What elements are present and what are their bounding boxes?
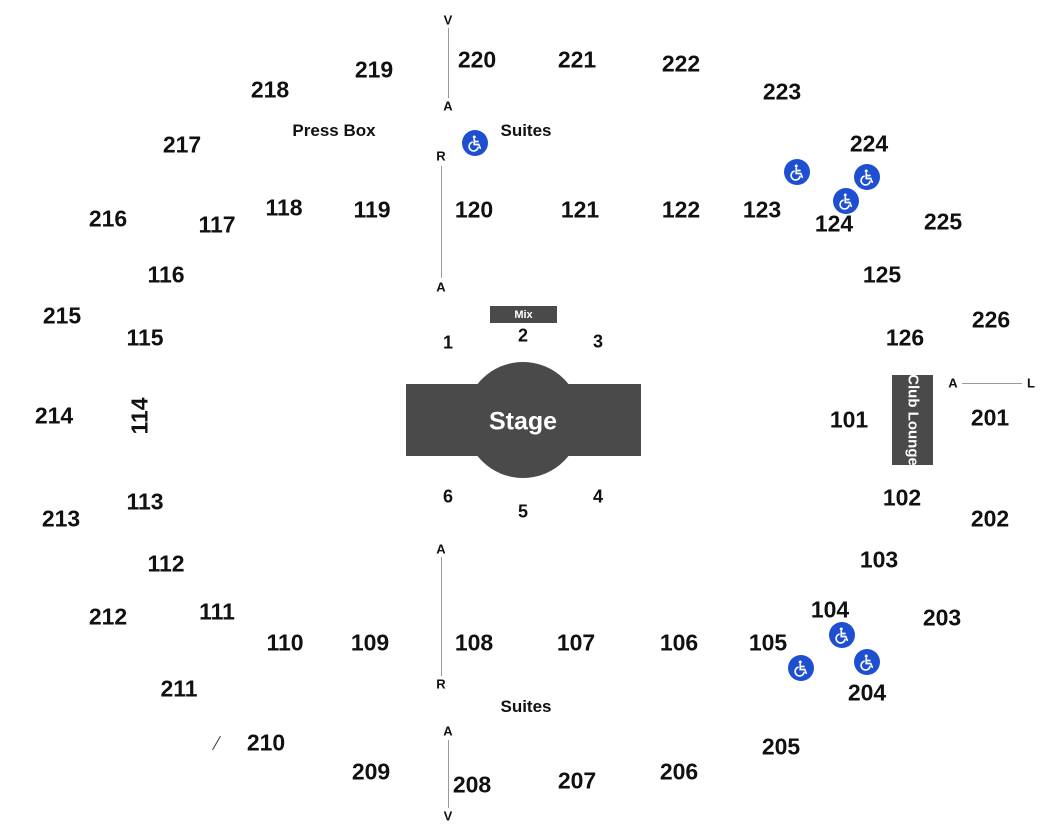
floor-section[interactable]: 4 — [592, 486, 604, 507]
press-box-label: Press Box — [292, 121, 376, 140]
section-lower[interactable]: 110 — [266, 629, 304, 656]
section-upper[interactable]: 210 — [246, 729, 286, 756]
section-lower[interactable]: 104 — [810, 596, 850, 623]
section-upper[interactable]: 211 — [160, 675, 198, 702]
row-marker: A — [443, 98, 453, 114]
section-lower[interactable]: 124 — [814, 210, 854, 237]
section-upper[interactable]: 205 — [761, 733, 801, 760]
row-marker: A — [948, 375, 958, 391]
stage-label: Stage — [488, 407, 558, 436]
section-upper[interactable]: 223 — [762, 78, 802, 105]
section-lower[interactable]: 107 — [556, 629, 596, 656]
wheelchair-icon — [854, 164, 880, 190]
section-lower[interactable]: 103 — [859, 546, 899, 573]
section-upper[interactable]: 206 — [659, 758, 699, 785]
section-lower[interactable]: 118 — [265, 194, 303, 221]
section-lower[interactable]: 125 — [862, 261, 902, 288]
section-lower[interactable]: 115 — [126, 324, 164, 351]
row-line — [448, 28, 449, 98]
floor-section[interactable]: 3 — [592, 331, 604, 352]
row-line — [962, 383, 1022, 384]
club-lounge-label: Club Lounge — [904, 374, 921, 466]
section-upper[interactable]: 215 — [42, 302, 82, 329]
section-lower[interactable]: 119 — [353, 196, 391, 223]
section-lower[interactable]: 101 — [829, 406, 869, 433]
wheelchair-icon — [854, 649, 880, 675]
suites-top-label: Suites — [500, 121, 552, 140]
section-lower[interactable]: 102 — [882, 484, 922, 511]
section-upper[interactable]: 204 — [847, 679, 887, 706]
section-upper[interactable]: 226 — [971, 306, 1011, 333]
row-marker: V — [443, 12, 453, 28]
section-upper[interactable]: 218 — [250, 76, 290, 103]
section-upper[interactable]: 225 — [923, 208, 963, 235]
floor-section[interactable]: 6 — [442, 486, 454, 507]
section-upper[interactable]: 213 — [41, 505, 81, 532]
section-upper[interactable]: 216 — [88, 205, 128, 232]
section-lower[interactable]: 126 — [885, 324, 925, 351]
section-lower[interactable]: 105 — [748, 629, 788, 656]
section-upper[interactable]: 219 — [354, 56, 394, 83]
wheelchair-icon — [462, 130, 488, 156]
row-line — [441, 557, 442, 676]
section-upper[interactable]: 212 — [88, 603, 128, 630]
floor-section[interactable]: 2 — [517, 325, 529, 346]
section-lower[interactable]: 121 — [560, 196, 600, 223]
row-line — [448, 740, 449, 808]
section-upper[interactable]: 201 — [970, 404, 1010, 431]
wheelchair-icon — [788, 655, 814, 681]
section-upper[interactable]: 207 — [557, 767, 597, 794]
section-lower[interactable]: 106 — [659, 629, 699, 656]
section-lower[interactable]: 112 — [147, 550, 185, 577]
section-upper[interactable]: 222 — [661, 50, 701, 77]
section-lower[interactable]: 120 — [454, 196, 494, 223]
section-lower[interactable]: 117 — [198, 211, 236, 238]
section-upper[interactable]: 208 — [452, 771, 492, 798]
wheelchair-icon — [784, 159, 810, 185]
section-lower[interactable]: 113 — [126, 488, 164, 515]
section-upper[interactable]: 209 — [351, 758, 391, 785]
row-marker: A — [436, 541, 446, 557]
row-marker: A — [436, 279, 446, 295]
wheelchair-icon — [833, 188, 859, 214]
section-lower[interactable]: 109 — [350, 629, 390, 656]
divider-mark — [212, 735, 221, 751]
section-upper[interactable]: 214 — [34, 402, 74, 429]
row-marker: L — [1027, 375, 1035, 391]
section-upper[interactable]: 202 — [970, 505, 1010, 532]
section-lower[interactable]: 111 — [199, 598, 235, 625]
mix-position: Mix — [490, 306, 557, 323]
section-upper[interactable]: 224 — [849, 130, 889, 157]
floor-section[interactable]: 5 — [517, 501, 529, 522]
row-marker: R — [436, 676, 446, 692]
row-marker: V — [443, 808, 453, 824]
section-lower[interactable]: 122 — [661, 196, 701, 223]
section-upper[interactable]: 221 — [557, 46, 597, 73]
section-lower[interactable]: 116 — [147, 261, 185, 288]
section-lower[interactable]: 114 — [126, 397, 153, 435]
row-marker: A — [443, 723, 453, 739]
floor-section[interactable]: 1 — [442, 332, 454, 353]
stage-circle — [465, 362, 581, 478]
section-lower[interactable]: 123 — [742, 196, 782, 223]
suites-bottom-label: Suites — [500, 697, 552, 716]
club-lounge[interactable]: Club Lounge — [892, 374, 933, 466]
section-upper[interactable]: 203 — [922, 604, 962, 631]
wheelchair-icon — [829, 622, 855, 648]
section-upper[interactable]: 217 — [162, 131, 202, 158]
section-lower[interactable]: 108 — [454, 629, 494, 656]
row-marker: R — [436, 148, 446, 164]
row-line — [441, 166, 442, 278]
section-upper[interactable]: 220 — [457, 46, 497, 73]
